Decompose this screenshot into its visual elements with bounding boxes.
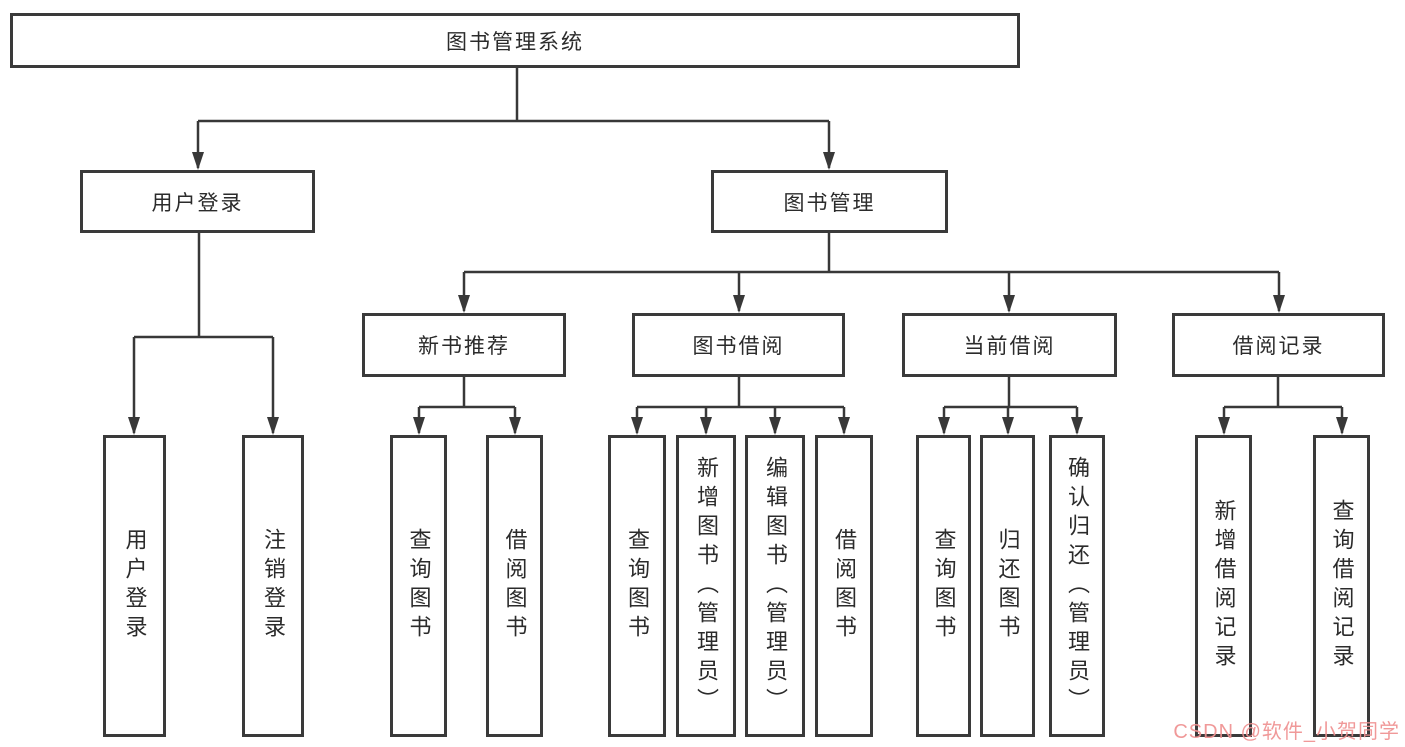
leaf-add-books-admin: 新增图书（管理员） [676,435,736,737]
leaf-user-login-label: 用户登录 [122,528,148,644]
leaf-confirm-return-admin-label: 确认归还（管理员） [1065,455,1090,717]
leaf-user-login: 用户登录 [103,435,166,737]
leaf-borrow-books-1-label: 借阅图书 [502,528,528,644]
leaf-query-books-2-label: 查询图书 [625,528,650,644]
leaf-return-books-label: 归还图书 [995,528,1021,644]
leaf-query-books-1-label: 查询图书 [406,528,432,644]
node-book-management-label: 图书管理 [783,191,876,215]
leaf-add-borrow-record-label: 新增借阅记录 [1211,499,1237,673]
leaf-edit-books-admin: 编辑图书（管理员） [745,435,805,737]
csdn-watermark: CSDN @软件_小贺同学 [1173,721,1400,743]
leaf-query-books-1: 查询图书 [390,435,447,737]
leaf-borrow-books-1: 借阅图书 [486,435,543,737]
node-root-label: 图书管理系统 [446,30,584,54]
node-new-book-recommend: 新书推荐 [362,313,566,377]
leaf-query-borrow-record-label: 查询借阅记录 [1329,499,1355,673]
node-borrow-records: 借阅记录 [1172,313,1385,377]
leaf-query-borrow-record: 查询借阅记录 [1313,435,1370,737]
leaf-return-books: 归还图书 [980,435,1035,737]
leaf-query-books-2: 查询图书 [608,435,666,737]
leaf-logout-label: 注销登录 [261,528,286,644]
node-book-borrow-label: 图书借阅 [692,335,785,358]
leaf-borrow-books-2-label: 借阅图书 [832,528,857,644]
leaf-confirm-return-admin: 确认归还（管理员） [1049,435,1105,737]
leaf-query-books-3: 查询图书 [916,435,971,737]
node-user-login-label: 用户登录 [151,191,244,215]
node-current-borrow-label: 当前借阅 [963,335,1056,358]
node-book-management: 图书管理 [711,170,948,233]
node-current-borrow: 当前借阅 [902,313,1117,377]
node-book-borrow: 图书借阅 [632,313,845,377]
leaf-add-borrow-record: 新增借阅记录 [1195,435,1252,737]
node-root: 图书管理系统 [10,13,1020,68]
leaf-query-books-3-label: 查询图书 [931,528,957,644]
leaf-logout: 注销登录 [242,435,304,737]
leaf-edit-books-admin-label: 编辑图书（管理员） [763,455,788,717]
leaf-borrow-books-2: 借阅图书 [815,435,873,737]
node-new-book-recommend-label: 新书推荐 [418,335,510,358]
node-user-login: 用户登录 [80,170,315,233]
leaf-add-books-admin-label: 新增图书（管理员） [694,455,719,717]
node-borrow-records-label: 借阅记录 [1232,335,1325,358]
